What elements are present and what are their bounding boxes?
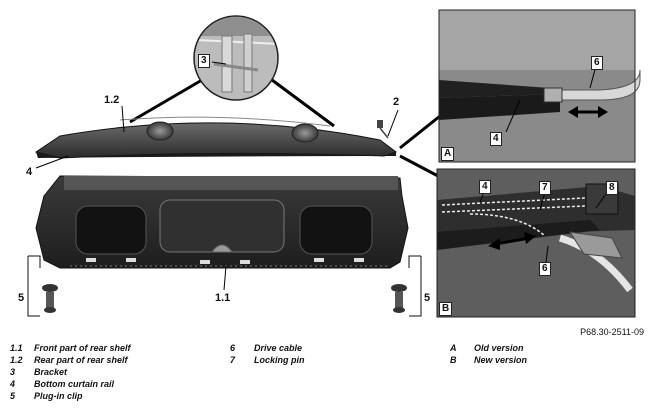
inset-b-callout-8: 8 [606, 181, 618, 195]
inset-b-callout-7: 7 [539, 181, 551, 195]
callout-1-2: 1.2 [104, 94, 120, 106]
right-speaker-opening [291, 123, 319, 143]
inset-b-photo [436, 168, 636, 318]
left-speaker-opening [146, 121, 174, 141]
callout-2: 2 [393, 96, 400, 108]
inset-b-letter: B [439, 302, 453, 316]
plug-in-clip-right [391, 255, 422, 317]
bracket-part-2 [377, 120, 389, 139]
inset-leaders [399, 114, 441, 178]
rear-shelf-part [34, 116, 398, 159]
callout-3: 3 [198, 54, 210, 68]
callout-5-right: 5 [424, 292, 431, 304]
front-shelf-part [35, 175, 409, 269]
plug-in-clip-left [27, 255, 58, 317]
inset-a-callout-4: 4 [490, 132, 502, 146]
callout-leaders [35, 61, 399, 291]
inset-b-callout-6: 6 [539, 262, 551, 276]
inset-a-photo [438, 9, 641, 163]
callout-4: 4 [26, 166, 33, 178]
callout-5-left: 5 [18, 292, 25, 304]
lower-slots [86, 258, 364, 264]
magnifier-leaders [129, 78, 335, 128]
callout-1-1: 1.1 [215, 292, 231, 304]
inset-a-letter: A [441, 147, 455, 161]
inset-b-callout-4: 4 [479, 180, 491, 194]
inset-a-callout-6: 6 [591, 56, 603, 70]
figure-id: P68.30-2511-09 [580, 327, 644, 337]
